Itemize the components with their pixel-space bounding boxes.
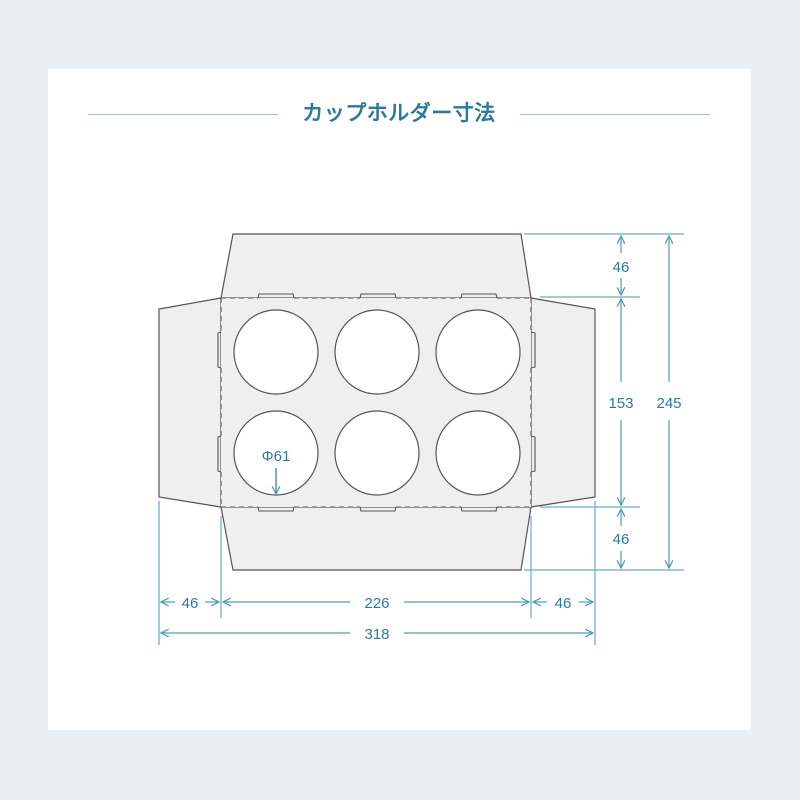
height-center-label: 153 <box>608 395 633 412</box>
bottom-flap <box>220 506 532 571</box>
die-cut-template <box>158 233 596 571</box>
height-bottom-flap-label: 46 <box>613 531 630 548</box>
height-top-flap-label: 46 <box>613 259 630 276</box>
cup-hole <box>233 410 319 496</box>
vertical-dimension-labels: 46 153 46 245 <box>608 259 681 548</box>
height-total-label: 245 <box>656 395 681 412</box>
title-row: カップホルダー寸法 <box>0 0 800 125</box>
horizontal-dimensions <box>161 602 593 633</box>
top-flap <box>220 233 532 299</box>
left-flap <box>158 297 222 508</box>
diameter-annotation: Φ61 <box>262 448 291 494</box>
title-rule-left <box>88 114 278 115</box>
horizontal-dimension-labels: 46 226 46 318 <box>182 595 572 643</box>
cup-hole <box>233 309 319 395</box>
diameter-label: Φ61 <box>262 448 291 465</box>
cup-holes <box>233 309 521 496</box>
locking-tabs <box>217 293 536 512</box>
page-title: カップホルダー寸法 <box>302 102 496 125</box>
cup-hole <box>334 309 420 395</box>
fold-lines <box>220 297 532 508</box>
cup-hole <box>334 410 420 496</box>
right-flap <box>530 297 596 508</box>
extension-lines <box>158 233 684 645</box>
cup-hole <box>435 410 521 496</box>
width-center-label: 226 <box>364 595 389 612</box>
title-rule-right <box>520 114 710 115</box>
width-left-flap-label: 46 <box>182 595 199 612</box>
width-total-label: 318 <box>364 626 389 643</box>
cup-hole <box>435 309 521 395</box>
width-right-flap-label: 46 <box>555 595 572 612</box>
vertical-dimensions <box>621 236 669 568</box>
